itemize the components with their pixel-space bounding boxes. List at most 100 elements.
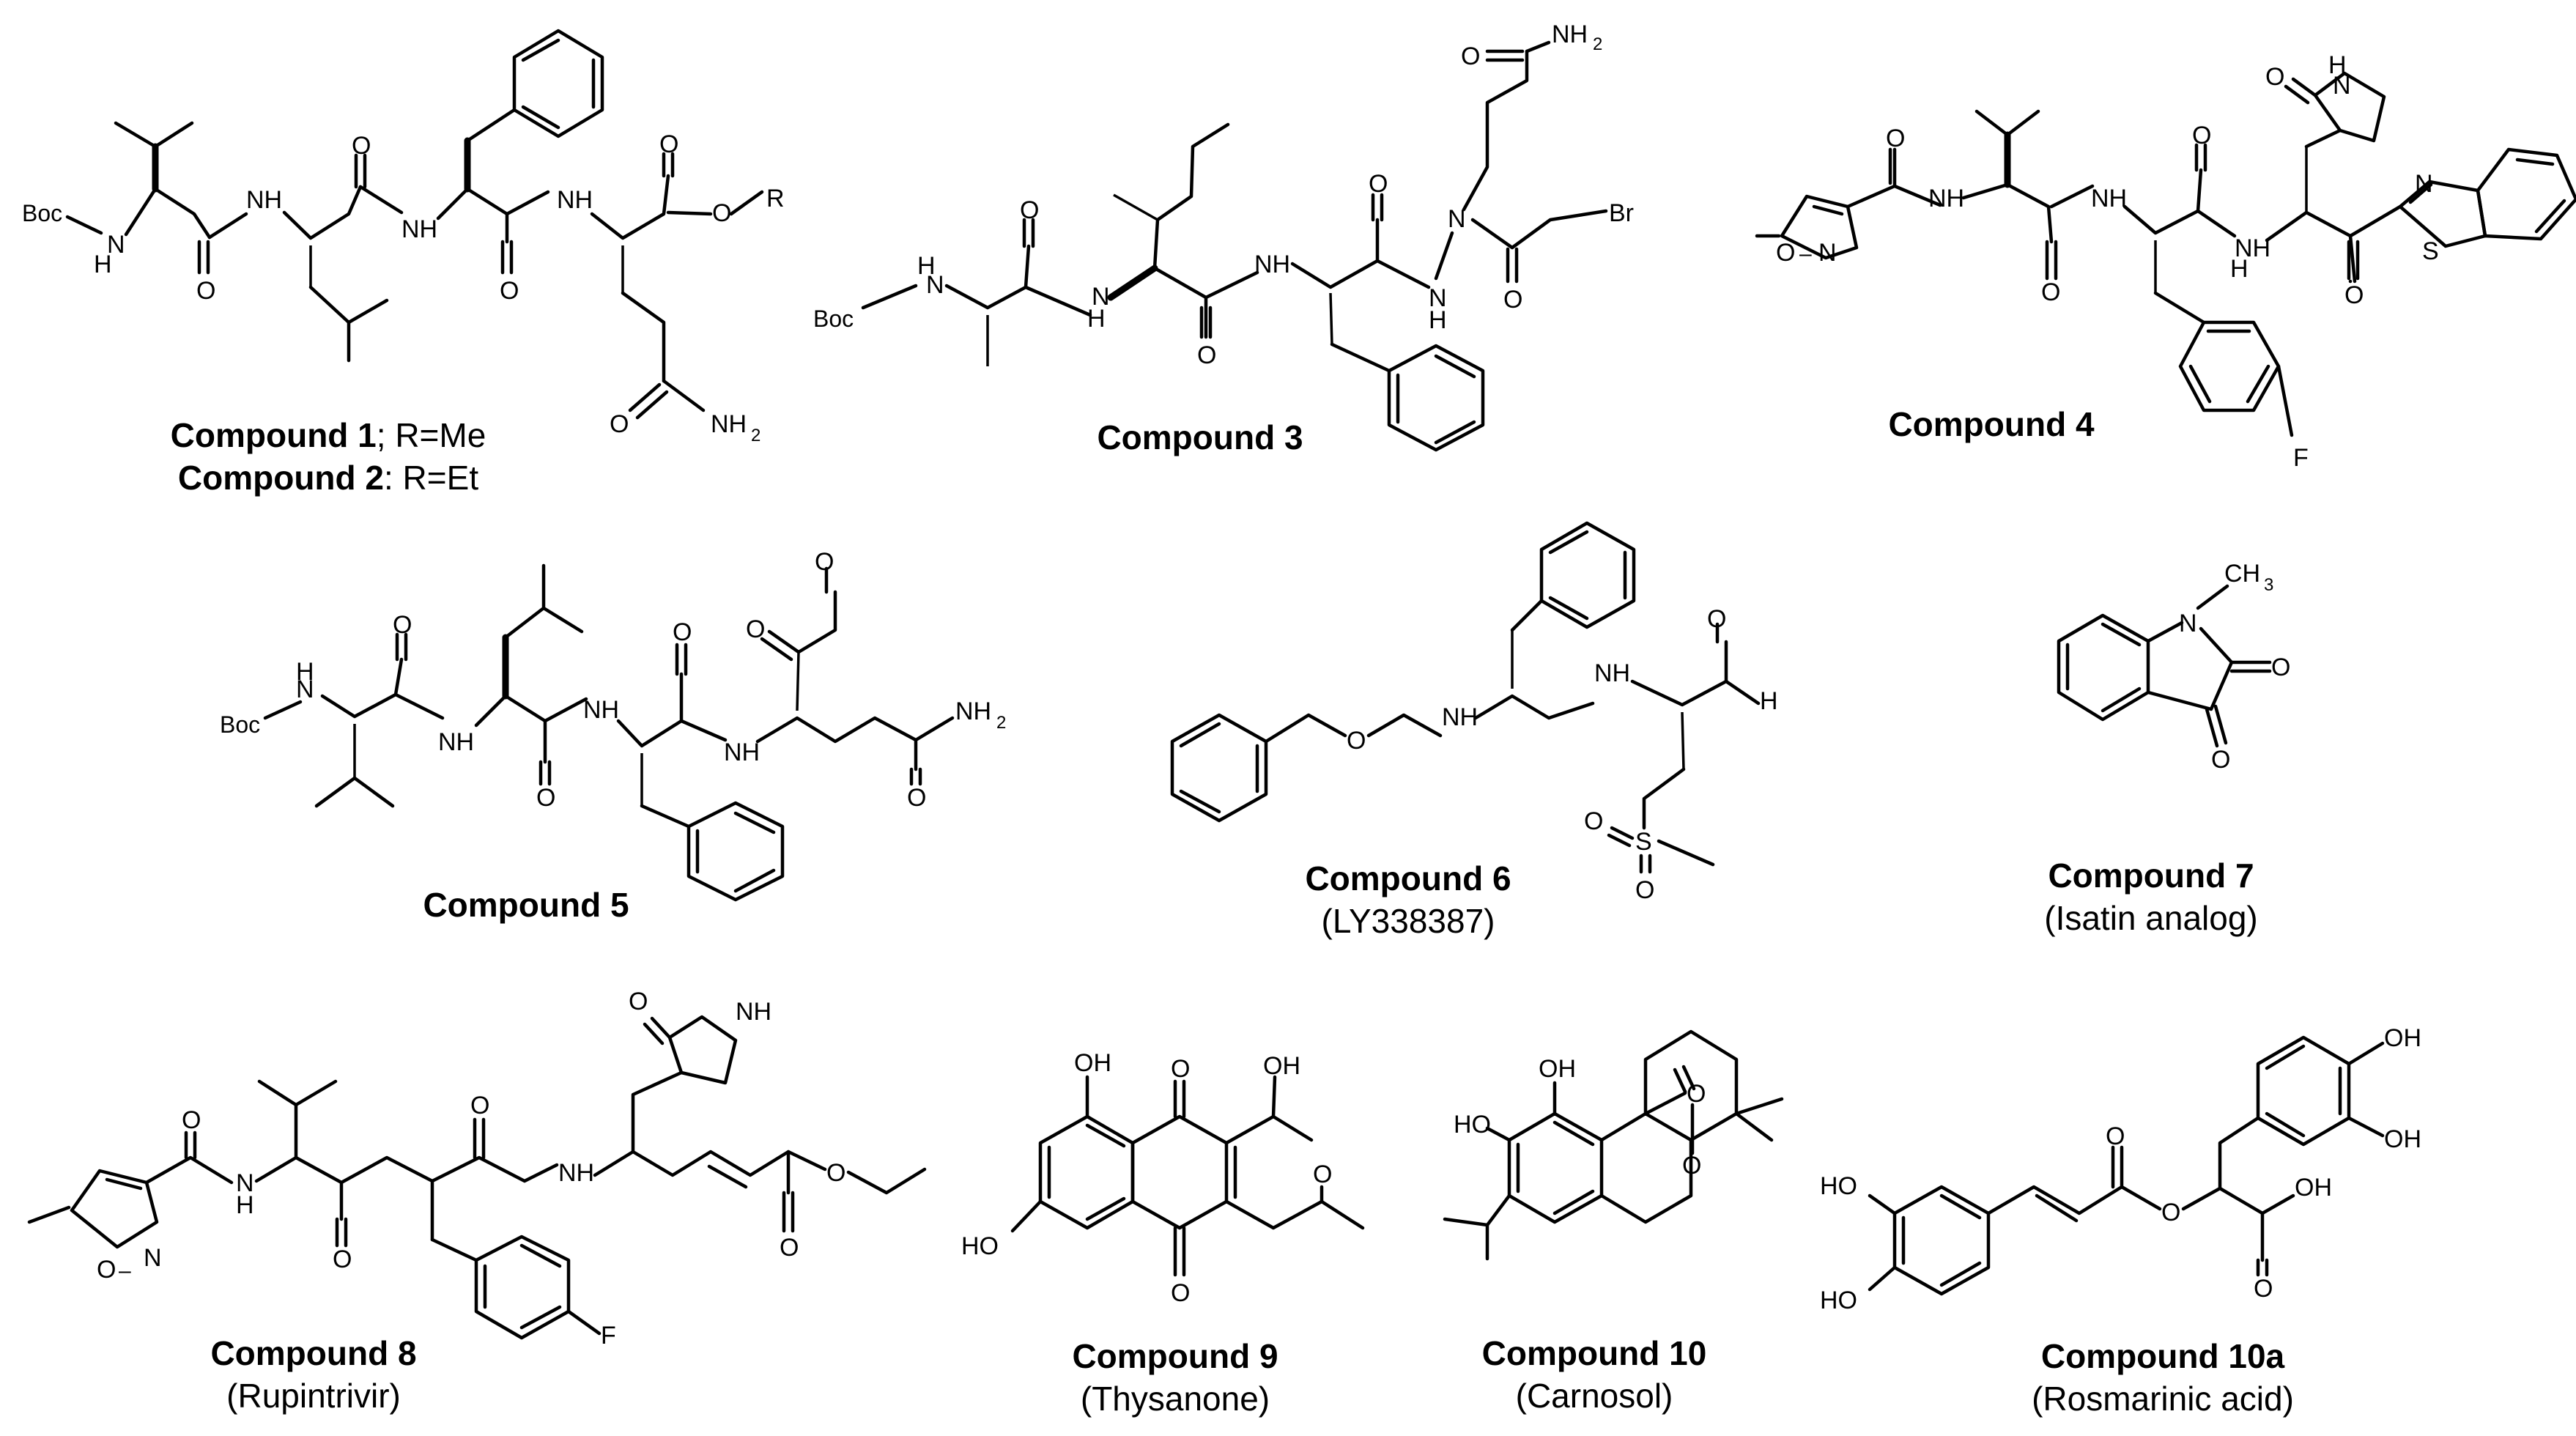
atom-label: NH: [1928, 185, 1964, 212]
structure-compound-7: N CH 3 O O: [2057, 560, 2290, 774]
caption-compound-6: Compound 6 (LY338387): [1305, 859, 1511, 940]
caption-compound-2: Compound 2: R=Et: [177, 459, 479, 497]
atom-label: O: [907, 784, 926, 812]
structure-compound-1: Boc H N O NH O NH O NH: [22, 29, 785, 445]
atom-label: O: [2211, 746, 2230, 774]
atom-label: O: [673, 618, 692, 646]
atom-label: O: [815, 548, 834, 576]
caption-compound-7: Compound 7 (Isatin analog): [2044, 856, 2258, 937]
atom-label: H: [1087, 305, 1106, 333]
atom-label: H: [236, 1191, 254, 1219]
structure-compound-3: Boc H N O N H O NH O N H N: [813, 21, 1634, 452]
atom-label: O: [1776, 239, 1795, 267]
atom-label: O: [393, 611, 412, 639]
atom-label: O: [196, 277, 215, 305]
atom-label: O: [1171, 1055, 1190, 1083]
structure-compound-6: O NH NH O H S O O: [1170, 521, 1778, 904]
atom-label: NH: [1552, 21, 1588, 48]
atom-label: NH: [401, 215, 437, 243]
atom-label: H: [2230, 255, 2249, 283]
atom-label: H: [1760, 687, 1778, 715]
structure-compound-5: Boc N H O NH O NH O NH O: [220, 548, 1006, 902]
atom-label: NH: [1254, 251, 1290, 278]
caption-compound-10a: Compound 10a (Rosmarinic acid): [2032, 1337, 2294, 1418]
atom-label: O: [1369, 170, 1388, 198]
atom-label: O: [1682, 1152, 1701, 1180]
atom-label: NH: [2235, 234, 2270, 262]
atom-label: NH: [557, 186, 593, 214]
atom-label: S: [2422, 237, 2439, 265]
atom-label: F: [601, 1322, 616, 1350]
atom-label: O: [746, 615, 765, 643]
atom-label: OH: [1539, 1055, 1576, 1083]
atom-label: CH: [2224, 560, 2260, 588]
atom-label: N: [1429, 284, 1447, 312]
atom-label: HO: [1820, 1172, 1857, 1200]
atom-label: O: [1886, 125, 1905, 152]
atom-label: O: [659, 130, 678, 158]
atom-label: O: [352, 132, 371, 160]
atom-label: HO: [1820, 1287, 1857, 1314]
atom-label: F: [2293, 444, 2309, 472]
atom-label: NH: [1442, 703, 1478, 731]
atom-label: O: [2041, 278, 2060, 306]
atom-label: N: [296, 676, 314, 703]
svg-text:–: –: [1799, 242, 1812, 266]
caption-compound-1-2: Compound 1; R=Me Compound 2: R=Et: [171, 414, 486, 499]
atom-label: O: [97, 1256, 116, 1284]
atom-label: O: [2271, 654, 2290, 681]
structure-compound-10a: HO HO O O O OH OH OH: [1820, 1024, 2421, 1314]
atom-label: HO: [961, 1232, 999, 1260]
atom-label: N: [1092, 283, 1110, 311]
atom-label: NH: [438, 728, 474, 756]
atom-label: O: [2254, 1275, 2273, 1303]
atom-label: O: [1503, 286, 1522, 314]
atom-label: O: [182, 1106, 201, 1134]
atom-label: O: [2106, 1122, 2125, 1150]
atom-label: H: [94, 251, 112, 278]
atom-label: O: [500, 277, 519, 305]
atom-label: Boc: [22, 200, 62, 226]
structure-compound-9: OH HO O O OH O: [961, 1049, 1365, 1307]
atom-label: 2: [1593, 34, 1602, 54]
atom-label: O: [1313, 1161, 1332, 1188]
atom-label: NH: [2091, 185, 2127, 212]
atom-label: O: [1347, 727, 1366, 755]
atom-label: OH: [2295, 1174, 2332, 1202]
atom-label: O: [536, 784, 555, 812]
atom-label: OH: [2384, 1024, 2421, 1052]
atom-label: N: [2333, 72, 2351, 100]
atom-label: 2: [996, 713, 1006, 733]
atom-label: N: [1818, 239, 1837, 267]
atom-label: O: [610, 410, 629, 438]
atom-label: Boc: [220, 711, 260, 738]
atom-label: Boc: [813, 306, 854, 332]
atom-label: O: [1461, 42, 1480, 70]
atom-label: NH: [724, 739, 760, 766]
atom-label: O: [2265, 63, 2284, 91]
caption-compound-3: Compound 3: [1097, 418, 1303, 456]
atom-label: R: [766, 185, 785, 212]
atom-label: H: [1429, 306, 1447, 334]
atom-label: NH: [558, 1159, 594, 1187]
atom-label: N: [144, 1244, 162, 1272]
atom-label: OH: [1263, 1052, 1300, 1080]
atom-label: O: [2344, 281, 2364, 309]
atom-label: HO: [1454, 1111, 1491, 1139]
atom-label: NH: [246, 186, 282, 214]
caption-compound-4: Compound 4: [1888, 405, 2095, 443]
atom-label: O: [1707, 605, 1726, 633]
atom-label: O: [2192, 122, 2211, 149]
structure-compound-10: OH HO O O: [1443, 1029, 1784, 1261]
atom-label: NH: [955, 697, 991, 725]
atom-label: NH: [583, 696, 619, 724]
structure-compound-8: O – N O N H O O F NH O NH: [27, 988, 927, 1350]
atom-label: O: [1687, 1080, 1706, 1108]
atom-label: O: [1020, 196, 1039, 224]
caption-compound-8: Compound 8 (Rupintrivir): [210, 1334, 417, 1415]
atom-label: O: [780, 1234, 799, 1262]
atom-label: O: [712, 199, 731, 227]
atom-label: S: [1635, 828, 1652, 856]
atom-label: N: [2415, 170, 2433, 198]
atom-label: O: [333, 1246, 352, 1273]
